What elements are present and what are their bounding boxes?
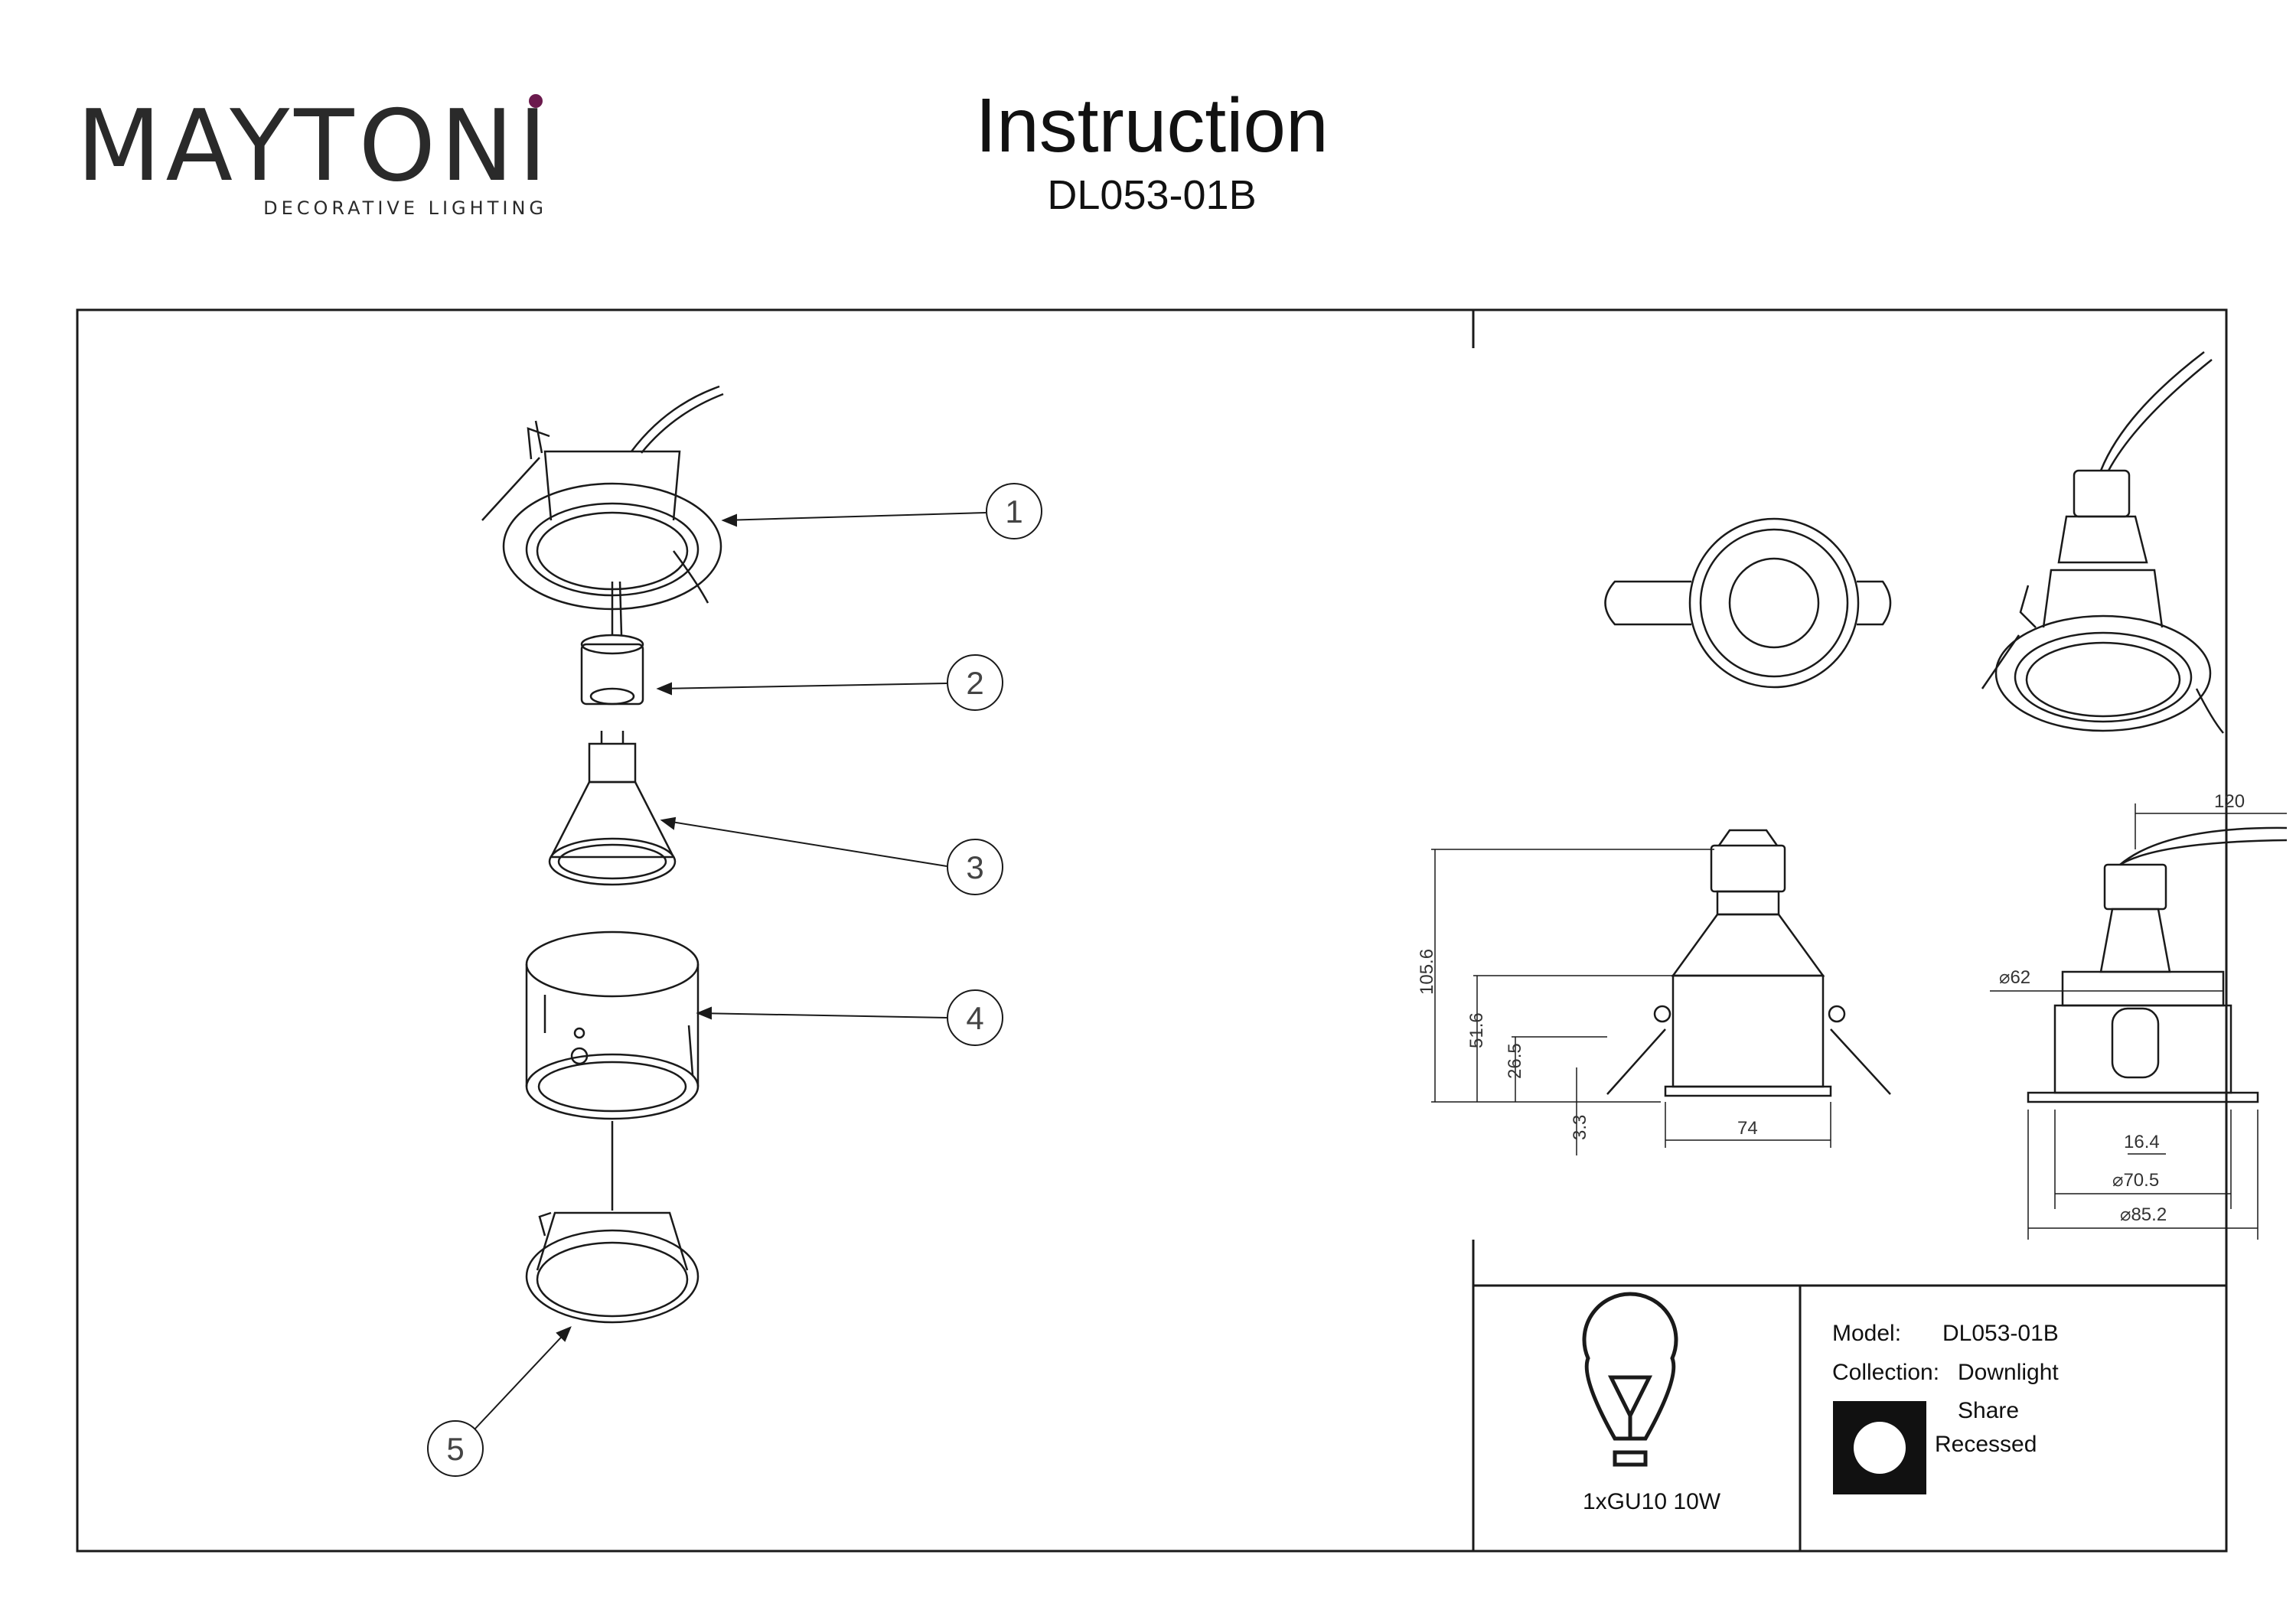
part-5-reflector [525, 1121, 700, 1324]
part-3-lamp [548, 731, 677, 886]
brand-tagline: DECORATIVE LIGHTING [263, 197, 547, 219]
dim-cutout: ⌀70.5 [2112, 1170, 2159, 1191]
side-view [2027, 826, 2288, 1103]
callout-3: 3 [966, 849, 983, 885]
spec-text: 1xGU10 10W Model: DL053-01B Collection: … [1583, 1321, 2059, 1514]
part-4-housing [525, 930, 700, 1120]
part-2-socket [580, 581, 644, 706]
dim-height-trim: 26.5 [1505, 1043, 1525, 1079]
dim-width-front: 74 [1737, 1118, 1758, 1139]
model-label: Model: [1832, 1321, 1901, 1346]
shape-label: Share [1958, 1398, 2019, 1423]
callout-2: 2 [966, 665, 983, 701]
side-dim-labels: 120 ⌀62 16.4 ⌀70.5 ⌀85.2 [1999, 791, 2245, 1225]
callout-circles [427, 483, 1042, 1477]
side-dims [1990, 803, 2287, 1240]
mount-label: Recessed [1935, 1432, 2037, 1457]
bulb-icon [1582, 1292, 1678, 1467]
drawing-frame [76, 308, 2228, 1553]
dim-wire-length: 120 [2214, 791, 2245, 812]
lamp-spec: 1xGU10 10W [1583, 1489, 1721, 1514]
model-code: DL053-01B [1047, 172, 1257, 218]
callout-leaders [474, 512, 987, 1430]
front-view [1606, 829, 1891, 1097]
dim-diameter-inner: ⌀62 [1999, 967, 2030, 988]
front-dims [1431, 849, 1831, 1155]
callout-numbers: 1 2 3 4 5 [446, 494, 1022, 1467]
brand-accent-dot [529, 94, 543, 108]
shape-round-icon [1833, 1401, 1926, 1494]
model-value: DL053-01B [1942, 1321, 2059, 1346]
front-dim-labels: 105.6 51.6 26.5 3.3 74 [1417, 949, 1758, 1140]
callout-4: 4 [966, 1000, 983, 1036]
dim-height-body: 51.6 [1466, 1012, 1487, 1048]
part-1-trim-ring [481, 385, 724, 611]
callout-1: 1 [1005, 494, 1022, 530]
dim-clip-offset: 16.4 [2124, 1132, 2160, 1152]
dim-outer: ⌀85.2 [2120, 1204, 2167, 1225]
callout-5: 5 [446, 1431, 464, 1467]
collection-label: Collection: [1832, 1360, 1939, 1385]
perspective-view [1981, 351, 2224, 734]
dim-flange: 3.3 [1570, 1115, 1590, 1140]
dim-height-total: 105.6 [1417, 949, 1437, 995]
brand-wordmark: MAYTONI [77, 90, 552, 204]
page-title: Instruction [975, 83, 1329, 168]
top-view [1604, 517, 1892, 689]
collection-value: Downlight [1958, 1360, 2059, 1385]
brand-logo: MAYTONI DECORATIVE LIGHTING [77, 98, 551, 228]
